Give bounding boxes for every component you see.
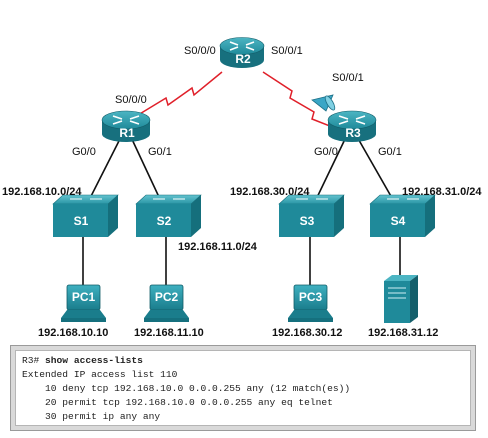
r1-g00-label: G0/0 — [72, 146, 96, 158]
cli-output-line-3: 20 permit tcp 192.168.10.0 0.0.0.255 any… — [22, 397, 333, 408]
cli-output-line-2: 10 deny tcp 192.168.10.0 0.0.0.255 any (… — [22, 383, 351, 394]
router-r3-icon[interactable] — [327, 110, 377, 142]
pc2-ip-label: 192.168.11.10 — [134, 327, 204, 339]
cli-output-line-1: Extended IP access list 110 — [22, 369, 178, 380]
pc3-ip-label: 192.168.30.12 — [272, 327, 343, 339]
ethernet-links — [82, 134, 401, 286]
server-icon[interactable] — [384, 275, 418, 323]
cli-output-panel: R3# show access-lists Extended IP access… — [10, 345, 476, 431]
r3-s001-label: S0/0/1 — [332, 72, 364, 84]
switch-s1-label: S1 — [73, 214, 89, 228]
acl-marker-icon — [311, 94, 336, 112]
network-11-label: 192.168.11.0/24 — [178, 241, 257, 253]
pc3-icon[interactable] — [288, 284, 333, 322]
router-r2-label: R2 — [235, 52, 251, 66]
switch-s2-icon[interactable] — [135, 194, 202, 237]
switch-s4-icon[interactable] — [369, 194, 436, 237]
switch-s1-icon[interactable] — [52, 194, 119, 237]
cli-command-line: R3# show access-lists — [22, 354, 470, 368]
router-r3-label: R3 — [345, 126, 361, 140]
switch-s3-icon[interactable] — [278, 194, 345, 237]
router-r2-icon[interactable] — [219, 37, 265, 69]
r1-g01-label: G0/1 — [148, 146, 172, 158]
pc2-label: PC2 — [154, 290, 179, 304]
r2-s000-label: S0/0/0 — [184, 45, 216, 57]
router-r1-label: R1 — [119, 126, 135, 140]
serial-link-r1-r2 — [137, 71, 223, 116]
pc2-icon[interactable] — [144, 284, 189, 322]
r3-g01-label: G0/1 — [378, 146, 402, 158]
switch-s3-label: S3 — [299, 214, 315, 228]
cli-command: show access-lists — [45, 355, 143, 366]
serial-link-r2-r3 — [262, 71, 341, 131]
pc1-ip-label: 192.168.10.10 — [38, 327, 109, 339]
router-r1-icon[interactable] — [101, 110, 151, 142]
network-31-label: 192.168.31.0/24 — [402, 186, 482, 198]
pc1-icon[interactable] — [61, 284, 106, 322]
cli-output-area: R3# show access-lists Extended IP access… — [15, 350, 471, 426]
cli-output-line-4: 30 permit ip any any — [22, 411, 161, 422]
r3-g00-label: G0/0 — [314, 146, 338, 158]
switch-s2-label: S2 — [156, 214, 172, 228]
network-30-label: 192.168.30.0/24 — [230, 186, 310, 198]
r2-s001-label: S0/0/1 — [271, 45, 303, 57]
pc3-label: PC3 — [298, 290, 323, 304]
switch-s4-label: S4 — [390, 214, 406, 228]
server-ip-label: 192.168.31.12 — [368, 327, 439, 339]
cli-prompt: R3# — [22, 355, 46, 366]
network-topology — [52, 37, 436, 323]
pc1-label: PC1 — [71, 290, 96, 304]
network-10-label: 192.168.10.0/24 — [2, 186, 82, 198]
r1-s000-label: S0/0/0 — [115, 94, 147, 106]
